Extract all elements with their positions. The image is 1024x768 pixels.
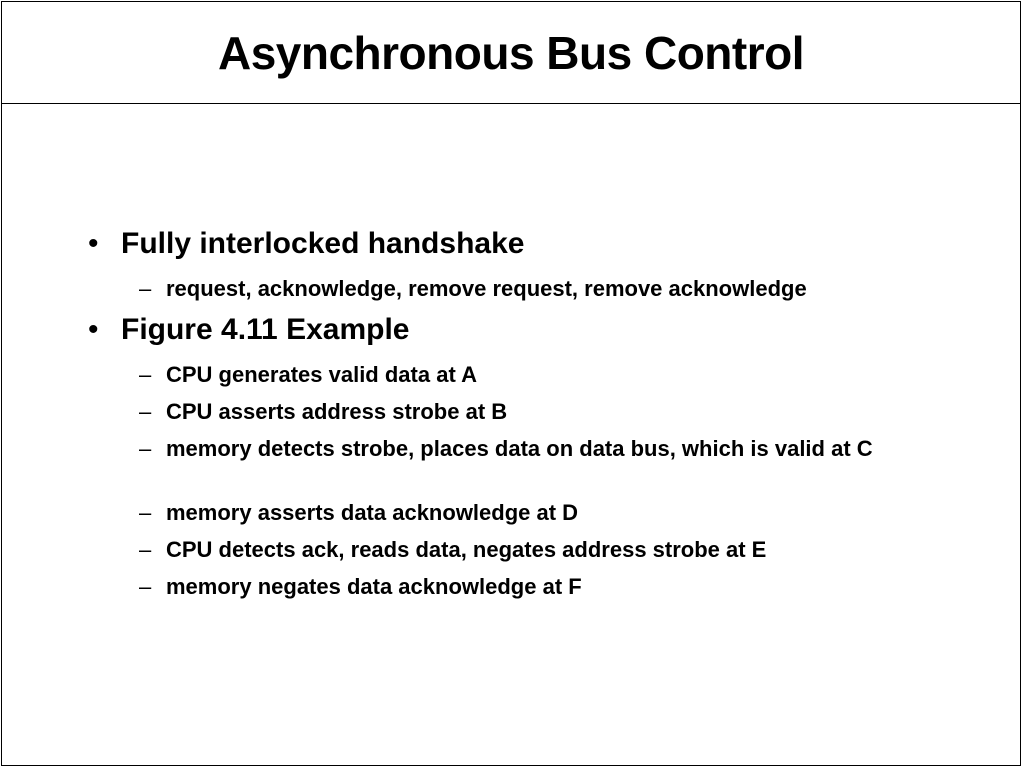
sub-bullet-text: CPU detects ack, reads data, negates add… — [166, 537, 767, 562]
sub-bullet-text: memory detects strobe, places data on da… — [166, 436, 873, 461]
sub-bullet-text: CPU asserts address strobe at B — [166, 399, 508, 424]
bullet-text: Fully interlocked handshake — [121, 227, 525, 260]
sub-bullet-text: CPU generates valid data at A — [166, 362, 477, 387]
sub-bullet-mark: – — [139, 574, 152, 599]
bullet-mark: • — [88, 227, 99, 260]
slide-title: Asynchronous Bus Control — [217, 26, 805, 79]
sub-bullet-mark: – — [139, 399, 152, 424]
sub-bullet-mark: – — [139, 276, 152, 301]
sub-bullet-mark: – — [139, 500, 152, 525]
sub-bullet-text: request, acknowledge, remove request, re… — [166, 276, 807, 301]
title-box: Asynchronous Bus Control — [2, 2, 1020, 104]
sub-bullet-text: memory negates data acknowledge at F — [166, 574, 582, 599]
sub-bullet-mark: – — [139, 362, 152, 387]
sub-bullet-mark: – — [139, 436, 152, 461]
sub-bullet-mark: – — [139, 537, 152, 562]
bullet-mark: • — [88, 313, 99, 346]
sub-bullet-text: memory asserts data acknowledge at D — [166, 500, 579, 525]
bullet-text: Figure 4.11 Example — [121, 313, 410, 346]
